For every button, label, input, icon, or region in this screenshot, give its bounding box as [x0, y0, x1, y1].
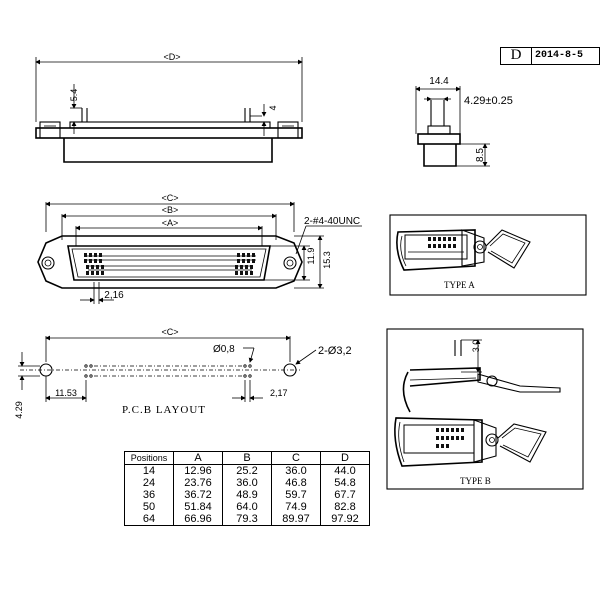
pcb-dim-offset: 11.53	[55, 388, 77, 398]
type-b-dim-height: 3.0	[471, 340, 481, 353]
front-view: <D> 5.4 4	[35, 52, 303, 163]
table-cell: 24	[124, 477, 174, 489]
pcb-dim-row: 4.29	[14, 401, 24, 419]
table-cell: 59.7	[271, 489, 321, 501]
front-dim-pin-length: 5.4	[69, 89, 79, 102]
table-header-c: C	[271, 451, 321, 465]
pcb-hole-small: Ø0,8	[213, 344, 235, 355]
table-header-positions: Positions	[124, 451, 174, 465]
table-header-b: B	[222, 451, 272, 465]
side-dim-pitch: 4.29±0.25	[464, 95, 513, 107]
table-cell: 64	[124, 513, 174, 526]
table-row: 50 51.84 64.0 74.9 82.8	[124, 501, 370, 513]
table-cell: 64.0	[222, 501, 272, 513]
revision-box: D 2014-8-5	[500, 47, 600, 65]
table-cell: 25.2	[222, 464, 272, 477]
top-dim-inner-height: 11.9	[306, 248, 316, 265]
pcb-dim-pitch: 2,17	[270, 388, 288, 398]
top-dim-b: <B>	[162, 205, 179, 215]
top-dim-outer-height: 15.3	[322, 251, 332, 269]
table-cell: 46.8	[271, 477, 321, 489]
table-cell: 48.9	[222, 489, 272, 501]
front-dim-d: <D>	[163, 52, 180, 62]
pcb-hole-large: 2-Ø3,2	[318, 345, 352, 357]
table-cell: 89.97	[271, 513, 321, 526]
top-dim-a: <A>	[162, 218, 179, 228]
revision-date: 2014-8-5	[535, 50, 584, 61]
table-cell: 14	[124, 464, 174, 477]
table-cell: 74.9	[271, 501, 321, 513]
pcb-dim-c: <C>	[161, 327, 178, 337]
table-cell: 82.8	[320, 501, 370, 513]
table-header-d: D	[320, 451, 370, 465]
front-dim-pin-height: 4	[268, 105, 278, 110]
type-a-label: TYPE A	[444, 280, 475, 290]
table-cell: 36	[124, 489, 174, 501]
table-cell: 67.7	[320, 489, 370, 501]
table-cell: 51.84	[173, 501, 223, 513]
pcb-layout-title: P.C.B LAYOUT	[122, 404, 206, 416]
top-dim-pin-pitch: 2,16	[104, 290, 124, 301]
table-row: 64 66.96 79.3 89.97 97.92	[124, 513, 370, 526]
side-dim-width: 14.4	[429, 76, 449, 87]
top-dim-c: <C>	[161, 193, 178, 203]
table-cell: 36.72	[173, 489, 223, 501]
table-header-a: A	[173, 451, 223, 465]
table-cell: 50	[124, 501, 174, 513]
table-cell: 54.8	[320, 477, 370, 489]
table-row: 14 12.96 25.2 36.0 44.0	[124, 464, 370, 477]
dimension-table: Positions A B C D 14 12.96 25.2 36.0 44.…	[124, 451, 370, 526]
type-b-label: TYPE B	[460, 476, 491, 486]
table-cell: 79.3	[222, 513, 272, 526]
table-cell: 97.92	[320, 513, 370, 526]
table-cell: 66.96	[173, 513, 223, 526]
table-cell: 36.0	[222, 477, 272, 489]
revision-letter: D	[501, 48, 532, 64]
top-screw-note: 2-#4-40UNC	[304, 216, 360, 227]
table-row: 24 23.76 36.0 46.8 54.8	[124, 477, 370, 489]
table-cell: 44.0	[320, 464, 370, 477]
top-view: <C> <B> <A>	[37, 193, 362, 304]
table-header-row: Positions A B C D	[124, 451, 370, 465]
table-cell: 36.0	[271, 464, 321, 477]
table-cell: 23.76	[173, 477, 223, 489]
table-row: 36 36.72 48.9 59.7 67.7	[124, 489, 370, 501]
table-cell: 12.96	[173, 464, 223, 477]
pcb-layout: <C> Ø0,8 2-Ø3,2 11.53 4.29 2	[14, 327, 352, 419]
pcb-hole-rows	[84, 364, 252, 378]
side-view: 14.4 4.29±0.25 8.5	[415, 76, 513, 167]
type-b-detail: 3.0 TYPE B	[386, 328, 584, 490]
type-a-detail: TYPE A	[389, 214, 587, 296]
side-dim-height: 8.5	[475, 148, 486, 162]
